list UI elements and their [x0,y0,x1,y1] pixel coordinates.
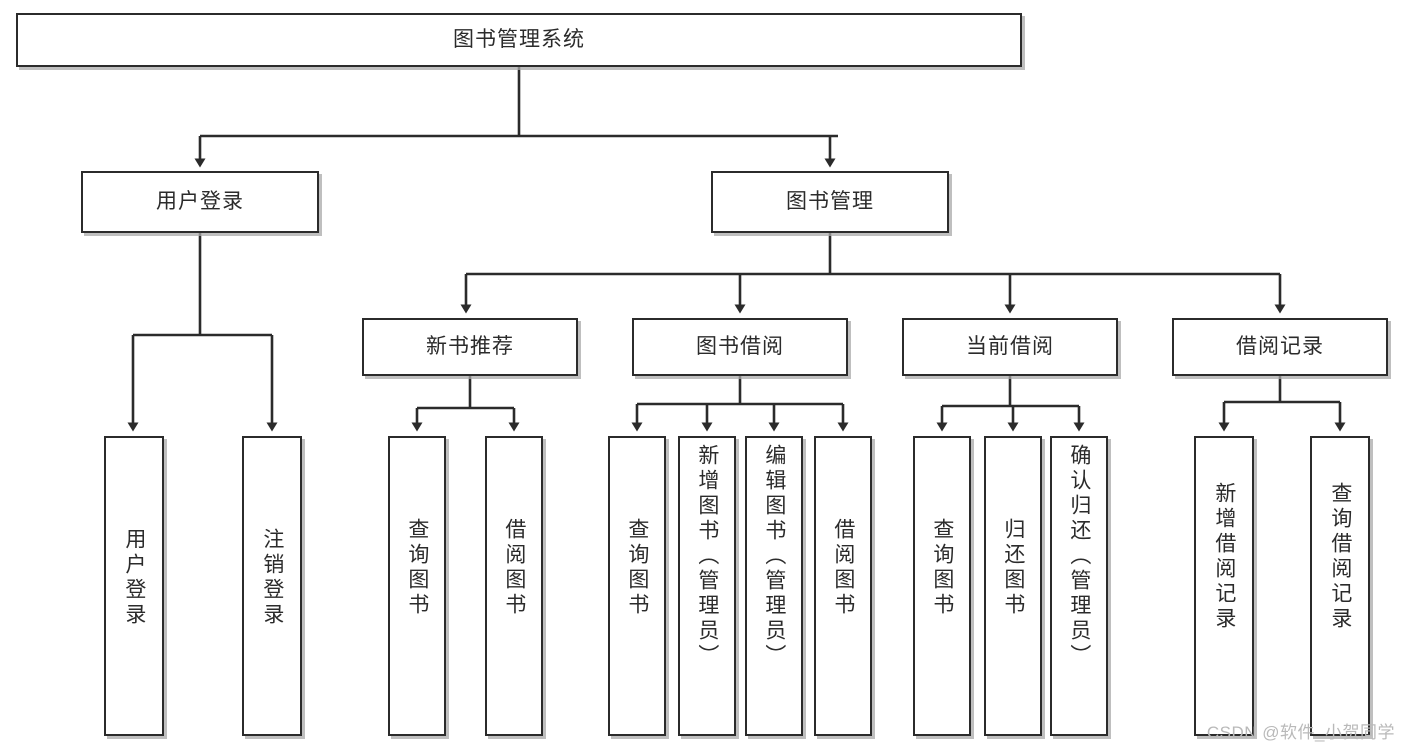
node-leaf-query-book-1[interactable]: 查询图书 [388,436,446,736]
node-leaf-borrow-book-2[interactable]: 借阅图书 [814,436,872,736]
node-book-manage[interactable]: 图书管理 [711,171,949,233]
node-leaf-query-book-1-label: 查询图书 [405,518,429,618]
node-leaf-edit-book-label: 编辑图书（管理员） [762,444,786,669]
node-leaf-query-book-2-label: 查询图书 [625,518,649,618]
node-leaf-add-record[interactable]: 新增借阅记录 [1194,436,1254,736]
node-leaf-borrow-book-1-label: 借阅图书 [502,518,526,618]
node-user-login[interactable]: 用户登录 [81,171,319,233]
node-leaf-confirm-return[interactable]: 确认归还（管理员） [1050,436,1108,736]
node-borrow-record[interactable]: 借阅记录 [1172,318,1388,376]
node-current-borrow[interactable]: 当前借阅 [902,318,1118,376]
node-leaf-add-record-label: 新增借阅记录 [1212,482,1236,632]
node-leaf-return-book[interactable]: 归还图书 [984,436,1042,736]
node-leaf-query-record-label: 查询借阅记录 [1328,482,1352,632]
node-leaf-edit-book[interactable]: 编辑图书（管理员） [745,436,803,736]
node-leaf-user-logout[interactable]: 注销登录 [242,436,302,736]
node-leaf-query-record[interactable]: 查询借阅记录 [1310,436,1370,736]
node-leaf-user-login[interactable]: 用户登录 [104,436,164,736]
node-book-borrow[interactable]: 图书借阅 [632,318,848,376]
node-current-borrow-label: 当前借阅 [966,335,1054,359]
node-leaf-borrow-book-2-label: 借阅图书 [831,518,855,618]
node-root[interactable]: 图书管理系统 [16,13,1022,67]
node-book-manage-label: 图书管理 [786,190,874,214]
node-book-borrow-label: 图书借阅 [696,335,784,359]
csdn-watermark: CSDN @软件_小贺同学 [1206,723,1395,742]
node-new-book-rec-label: 新书推荐 [426,335,514,359]
node-leaf-query-book-3-label: 查询图书 [930,518,954,618]
node-leaf-return-book-label: 归还图书 [1001,518,1025,618]
node-leaf-user-logout-label: 注销登录 [260,528,284,628]
node-leaf-user-login-label: 用户登录 [122,528,146,628]
node-leaf-query-book-3[interactable]: 查询图书 [913,436,971,736]
node-new-book-rec[interactable]: 新书推荐 [362,318,578,376]
node-leaf-borrow-book-1[interactable]: 借阅图书 [485,436,543,736]
node-root-label: 图书管理系统 [453,28,585,52]
node-leaf-confirm-return-label: 确认归还（管理员） [1067,444,1091,669]
node-leaf-query-book-2[interactable]: 查询图书 [608,436,666,736]
node-user-login-label: 用户登录 [156,190,244,214]
node-leaf-add-book[interactable]: 新增图书（管理员） [678,436,736,736]
node-leaf-add-book-label: 新增图书（管理员） [695,444,719,669]
node-borrow-record-label: 借阅记录 [1236,335,1324,359]
